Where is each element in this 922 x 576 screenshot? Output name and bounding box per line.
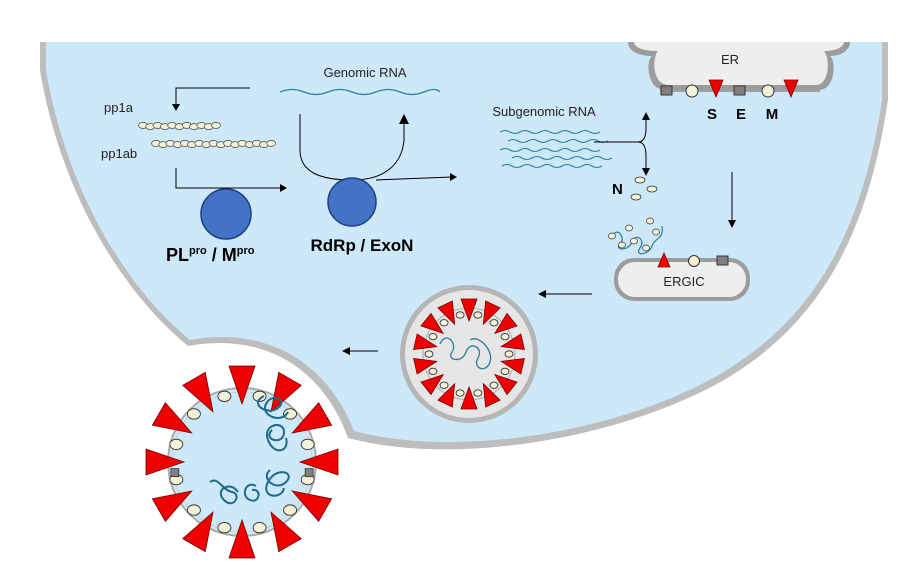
envelope-protein-icon — [217, 522, 232, 534]
nucleocapsid-small — [608, 217, 663, 255]
protease-complex: PLpro / Mpro — [166, 188, 255, 265]
ergic: ERGIC — [614, 251, 750, 301]
s-protein-triangle-icon — [708, 79, 724, 99]
envelope-protein-icon — [424, 350, 434, 358]
released-virion — [145, 365, 339, 559]
m-label: M — [766, 106, 779, 123]
er-label: ER — [721, 52, 739, 67]
envelope-protein-icon — [252, 390, 267, 402]
spike-protein-icon — [413, 357, 438, 375]
e-protein-circle-icon — [761, 84, 775, 98]
spike-protein-icon — [482, 382, 501, 408]
n-protein: N — [612, 176, 658, 201]
e-label: E — [736, 106, 746, 123]
envelope-protein-icon — [252, 522, 267, 534]
arrow-to-polyproteins — [172, 87, 250, 111]
polyproteins: pp1a pp1ab — [101, 100, 277, 161]
envelope-protein-icon — [283, 408, 298, 420]
pp1a-chain — [138, 122, 221, 130]
rdrp-label: RdRp / ExoN — [311, 236, 414, 255]
envelope-protein-icon — [186, 408, 201, 420]
envelope-protein-icon — [489, 381, 499, 389]
envelope-protein-icon — [455, 389, 465, 397]
spike-protein-icon — [145, 448, 186, 476]
genomic-rna-label: Genomic RNA — [323, 65, 406, 80]
spike-protein-icon — [270, 511, 302, 553]
envelope-protein-icon — [473, 311, 483, 319]
spike-protein-icon — [151, 490, 193, 522]
arrow-ergic-to-vesicle — [538, 290, 592, 298]
spike-protein-icon — [291, 402, 333, 434]
spike-protein-icon — [151, 402, 193, 434]
polyprotein-bead — [266, 140, 277, 147]
membrane-protein-icon — [170, 468, 180, 478]
spike-protein-icon — [228, 365, 256, 406]
subgenomic-rna-strand — [507, 138, 609, 144]
spike-protein-icon — [482, 300, 501, 326]
spike-protein-icon — [460, 385, 478, 410]
envelope-protein-icon — [473, 389, 483, 397]
pp1ab-label: pp1ab — [101, 146, 137, 161]
envelope-protein-icon — [455, 311, 465, 319]
polyprotein-bead — [211, 122, 221, 129]
subgenomic-rna-strand — [511, 155, 613, 161]
protease-circle-icon — [200, 188, 252, 240]
envelope-protein-icon — [169, 438, 184, 451]
envelope-protein-icon — [428, 332, 438, 341]
spike-protein-icon — [493, 312, 518, 335]
e-protein-circle-icon — [685, 84, 699, 98]
envelope-protein-icon — [217, 390, 232, 402]
subgenomic-rna-label: Subgenomic RNA — [492, 104, 596, 119]
endoplasmic-reticulum: ER S E M — [628, 42, 850, 123]
envelope-protein-icon — [439, 381, 449, 389]
replication: RdRp / ExoN — [299, 114, 457, 255]
envelope-protein-icon — [186, 504, 201, 516]
spike-protein-icon — [270, 371, 302, 413]
s-label: S — [707, 106, 717, 123]
subgenomic-rna-strand — [499, 147, 601, 153]
spike-protein-icon — [420, 373, 445, 396]
spike-protein-icon — [500, 357, 525, 375]
protease-label: PLpro / Mpro — [166, 245, 255, 265]
envelope-protein-icon — [428, 367, 438, 376]
spike-protein-icon — [437, 382, 456, 408]
spike-protein-icon — [493, 373, 518, 396]
arrow-er-to-ergic — [728, 172, 736, 228]
subgenomic-rna-strand — [499, 129, 601, 135]
spike-protein-icon — [460, 298, 478, 323]
spike-protein-icon — [182, 511, 214, 553]
envelope-protein-icon — [500, 332, 510, 341]
envelope-protein-icon — [300, 438, 315, 451]
spike-protein-icon — [291, 490, 333, 522]
envelope-protein-icon — [283, 504, 298, 516]
envelope-protein-icon — [489, 319, 499, 327]
arrow-to-rdrp — [175, 168, 287, 192]
subgenomic-rna-strand — [501, 163, 603, 169]
m-protein-box-icon — [660, 85, 673, 96]
subgenomic-rna: Subgenomic RNA — [492, 104, 650, 176]
spike-protein-icon — [182, 371, 214, 413]
envelope-protein-icon — [439, 319, 449, 327]
pp1a-label: pp1a — [104, 100, 134, 115]
envelope-protein-icon — [500, 367, 510, 376]
pp1ab-chain — [151, 140, 277, 148]
n-label: N — [612, 181, 623, 198]
s-protein-triangle-icon — [783, 79, 799, 99]
spike-protein-icon — [413, 333, 438, 351]
membrane-protein-icon — [304, 468, 314, 478]
ergic-label: ERGIC — [663, 274, 704, 289]
spike-protein-icon — [420, 312, 445, 335]
envelope-protein-icon — [504, 350, 514, 358]
m-protein-box-icon — [733, 85, 746, 96]
vesicle — [400, 285, 538, 423]
spike-protein-icon — [228, 518, 256, 559]
rdrp-circle-icon — [327, 177, 377, 227]
spike-protein-icon — [437, 300, 456, 326]
genomic-rna: Genomic RNA — [279, 65, 441, 96]
spike-protein-icon — [298, 448, 339, 476]
arrow-to-exocytosis — [342, 347, 378, 355]
spike-protein-icon — [500, 333, 525, 351]
